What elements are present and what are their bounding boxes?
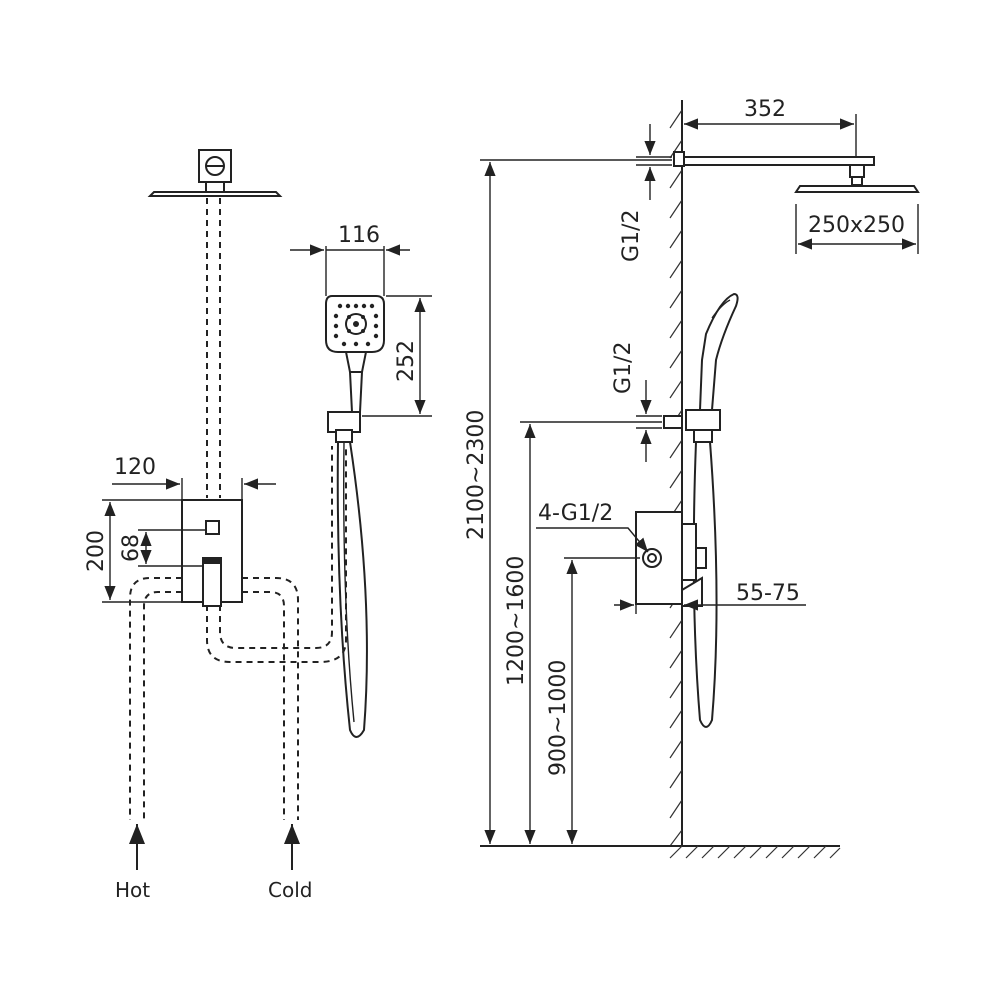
dim-handshower-width: 116 — [290, 223, 410, 296]
dim-116-text: 116 — [338, 223, 380, 248]
dim-total-height: 2100~2300 — [464, 159, 672, 844]
rain-shower-head-front — [147, 149, 283, 197]
dim-outlet-g12-text: G1/2 — [611, 342, 636, 394]
mixer-valve-front — [181, 499, 243, 607]
dim-252-text: 252 — [394, 340, 419, 382]
dim-200-text: 200 — [84, 530, 109, 572]
dim-head-size: 250x250 — [795, 204, 919, 254]
dim-55-75-text: 55-75 — [736, 581, 800, 606]
hand-shower-front — [325, 295, 385, 443]
wall-outlet-side — [663, 415, 683, 429]
dim-900-1000-text: 900~1000 — [546, 660, 571, 776]
hot-label: Hot — [115, 878, 150, 902]
dim-arm-g12-text: G1/2 — [619, 210, 644, 262]
dim-arm-length: 352 — [684, 97, 857, 156]
dim-68-text: 68 — [119, 534, 144, 562]
cold-label: Cold — [268, 878, 312, 902]
front-view: Hot Cold 116 252 120 — [84, 149, 432, 902]
floor — [480, 845, 841, 859]
shower-hose-front — [336, 441, 368, 738]
spray-nozzles — [333, 303, 379, 347]
dim-352-text: 352 — [744, 97, 786, 122]
dim-valve-height: 200 — [84, 499, 182, 603]
dim-handshower-height: 252 — [362, 295, 432, 417]
dim-4g12-text: 4-G1/2 — [538, 501, 613, 526]
shower-arm-side — [673, 151, 920, 193]
dim-2100-2300-text: 2100~2300 — [464, 410, 489, 540]
dim-1200-1600-text: 1200~1600 — [504, 556, 529, 686]
dim-120-text: 120 — [114, 455, 156, 480]
dim-wall-depth: 55-75 — [614, 581, 806, 614]
mixer-valve-side — [635, 511, 707, 607]
dim-arm-thread: G1/2 — [619, 124, 672, 262]
dim-outlet-thread: G1/2 — [611, 342, 662, 462]
dim-250x250-text: 250x250 — [808, 213, 905, 238]
concealed-supply-pipes — [129, 446, 347, 820]
dim-outlet-height: 1200~1600 — [504, 421, 662, 844]
dim-inlet-threads: 4-G1/2 — [536, 501, 649, 553]
dim-valve-offset: 68 — [119, 529, 206, 567]
hand-shower-side — [685, 292, 739, 728]
dim-valve-height-side: 900~1000 — [546, 557, 640, 844]
wall — [669, 100, 683, 847]
side-view: 352 G1/2 250x250 G1/2 — [464, 97, 920, 859]
dim-valve-width: 120 — [112, 455, 276, 500]
concealed-riser-pipe — [206, 198, 221, 498]
